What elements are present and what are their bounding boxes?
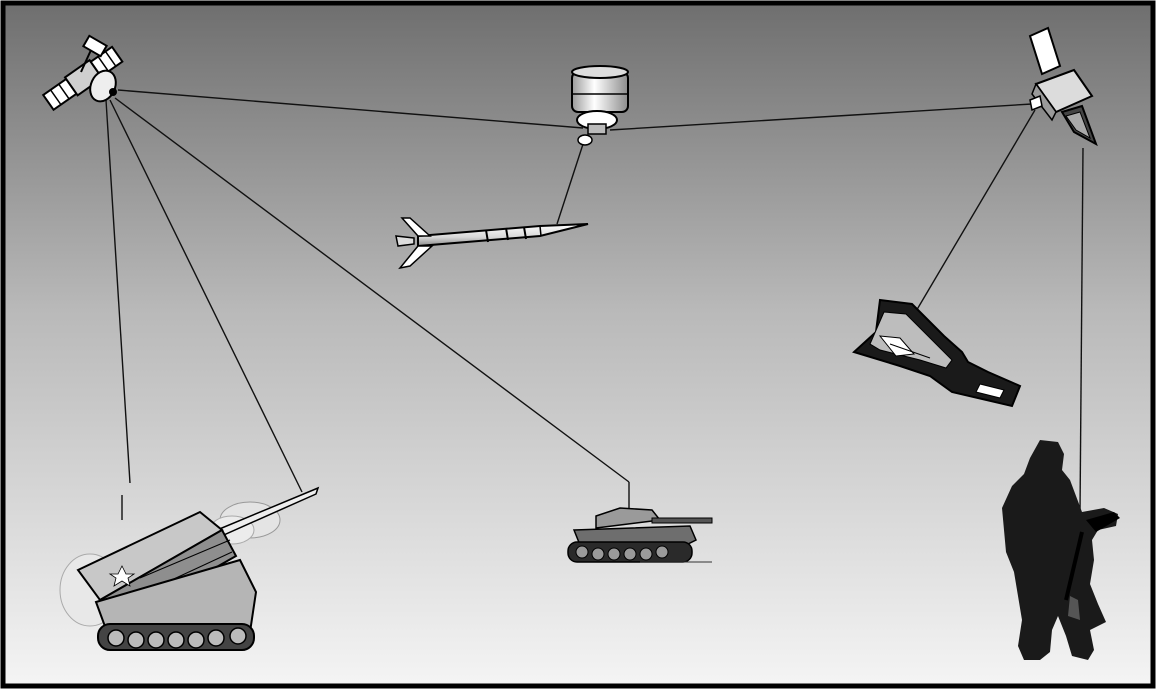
- diagram-canvas: [0, 0, 1156, 689]
- network-diagram: [0, 0, 1156, 689]
